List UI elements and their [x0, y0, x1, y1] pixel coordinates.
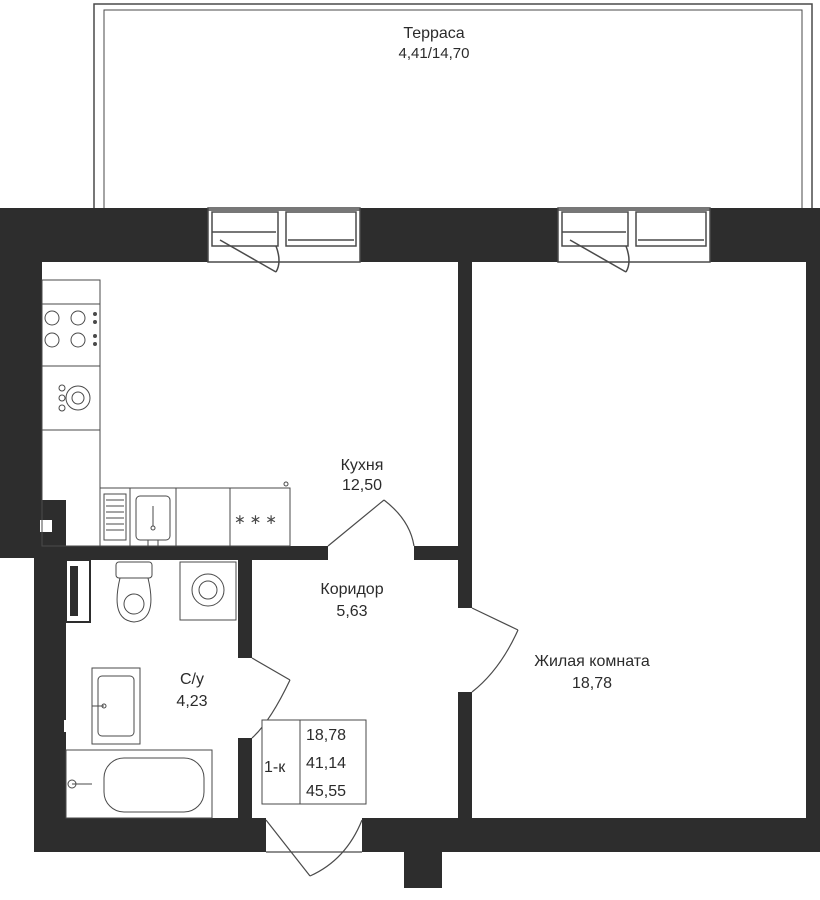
bathroom-fixtures: [65, 561, 237, 819]
window-kitchen: [207, 207, 361, 273]
living-room-area: 18,78: [572, 675, 612, 692]
area-summary-box: 1-к 18,78 41,14 45,55: [261, 719, 367, 805]
walls: [0, 208, 820, 888]
kitchen-name: Кухня: [341, 457, 384, 474]
terrace-area: 4,41/14,70: [399, 45, 470, 62]
apartment-type: 1-к: [264, 759, 286, 776]
living-area-value: 18,78: [306, 727, 346, 744]
kitchen-furniture: ∗ ∗ ∗: [41, 279, 291, 547]
corridor-area: 5,63: [336, 603, 367, 620]
terrace-name: Терраса: [403, 25, 464, 42]
room-labels: Терраса 4,41/14,70 Кухня 12,50 Коридор 5…: [176, 25, 649, 710]
bathroom-name: С/у: [180, 671, 204, 688]
doors: [251, 499, 519, 877]
corridor-name: Коридор: [320, 581, 383, 598]
living-room-name: Жилая комната: [534, 653, 650, 670]
kitchen-area: 12,50: [342, 477, 382, 494]
svg-text:∗ ∗ ∗: ∗ ∗ ∗: [234, 511, 277, 527]
bathroom-area: 4,23: [176, 693, 207, 710]
window-living: [557, 207, 711, 273]
total-area-value: 41,14: [306, 755, 346, 772]
total-with-terrace-value: 45,55: [306, 783, 346, 800]
